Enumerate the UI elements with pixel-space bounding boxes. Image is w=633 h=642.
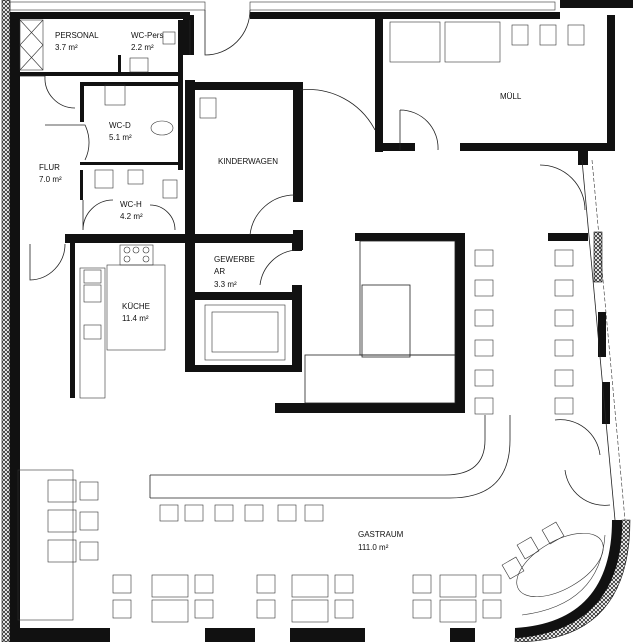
wall-top-right [250,12,560,19]
room-name-wc-pers: WC-Pers [131,31,163,40]
chair [79,481,99,501]
bar-stool [277,504,297,522]
chair [112,574,132,594]
lounge-chair [516,536,540,560]
chair [554,369,574,387]
chair [554,249,574,267]
table [439,599,477,623]
chair [256,574,276,594]
chair [474,397,494,415]
table [47,539,77,563]
table [291,599,329,623]
chair [482,599,502,619]
chair [554,397,574,415]
wall-left [10,12,20,630]
chair [482,574,502,594]
bar-stool [159,504,179,522]
chair [112,599,132,619]
table [439,574,477,598]
doors [20,9,611,506]
bar-stool [184,504,204,522]
table [47,509,77,533]
room-labels: PERSONAL 3.7 m² WC-Pers 2.2 m² WC-D 5.1 … [39,31,522,552]
room-name-kueche: KÜCHE [122,302,150,311]
chair [474,279,494,297]
room-area-gastraum: 111.0 m² [358,543,389,552]
table [151,574,189,598]
wall-top-left [10,12,190,19]
chair [412,574,432,594]
chair [256,599,276,619]
seating [17,249,574,623]
table [291,574,329,598]
room-area-wc-d: 5.1 m² [109,133,132,142]
table [47,479,77,503]
room-area-wc-h: 4.2 m² [120,212,143,221]
chair [474,369,494,387]
bar-stool [244,504,264,522]
chair [554,339,574,357]
chair [194,599,214,619]
room-area-gewerbe: 3.3 m² [214,280,237,289]
room-name-gewerbe: GEWERBE [214,255,255,264]
chair [474,249,494,267]
lounge-chair [541,521,565,545]
bar-stool [304,504,324,522]
chair [554,279,574,297]
room-name-kinderwagen: KINDERWAGEN [218,157,278,166]
outer-wall-left [1,0,11,642]
chair [474,309,494,327]
lounge-chair [501,556,525,580]
chair [334,574,354,594]
chair [194,574,214,594]
room-name-muell: MÜLL [500,92,522,101]
bar-stool [214,504,234,522]
chair [474,339,494,357]
chair [554,309,574,327]
room-name-flur: FLUR [39,163,60,172]
chair [79,541,99,561]
room-area-wc-pers: 2.2 m² [131,43,154,52]
room-area-personal: 3.7 m² [55,43,78,52]
table [151,599,189,623]
room-area-kueche: 11.4 m² [122,314,149,323]
room-name-wc-h: WC-H [120,200,142,209]
room-name-wc-d: WC-D [109,121,131,130]
room-name-gastraum: GASTRAUM [358,530,404,539]
chair [334,599,354,619]
chair [412,599,432,619]
room-area-flur: 7.0 m² [39,175,62,184]
room-name-gewerbe-ar: AR [214,267,225,276]
room-name-personal: PERSONAL [55,31,99,40]
chair [79,511,99,531]
furniture [19,19,606,616]
bench [17,469,74,621]
